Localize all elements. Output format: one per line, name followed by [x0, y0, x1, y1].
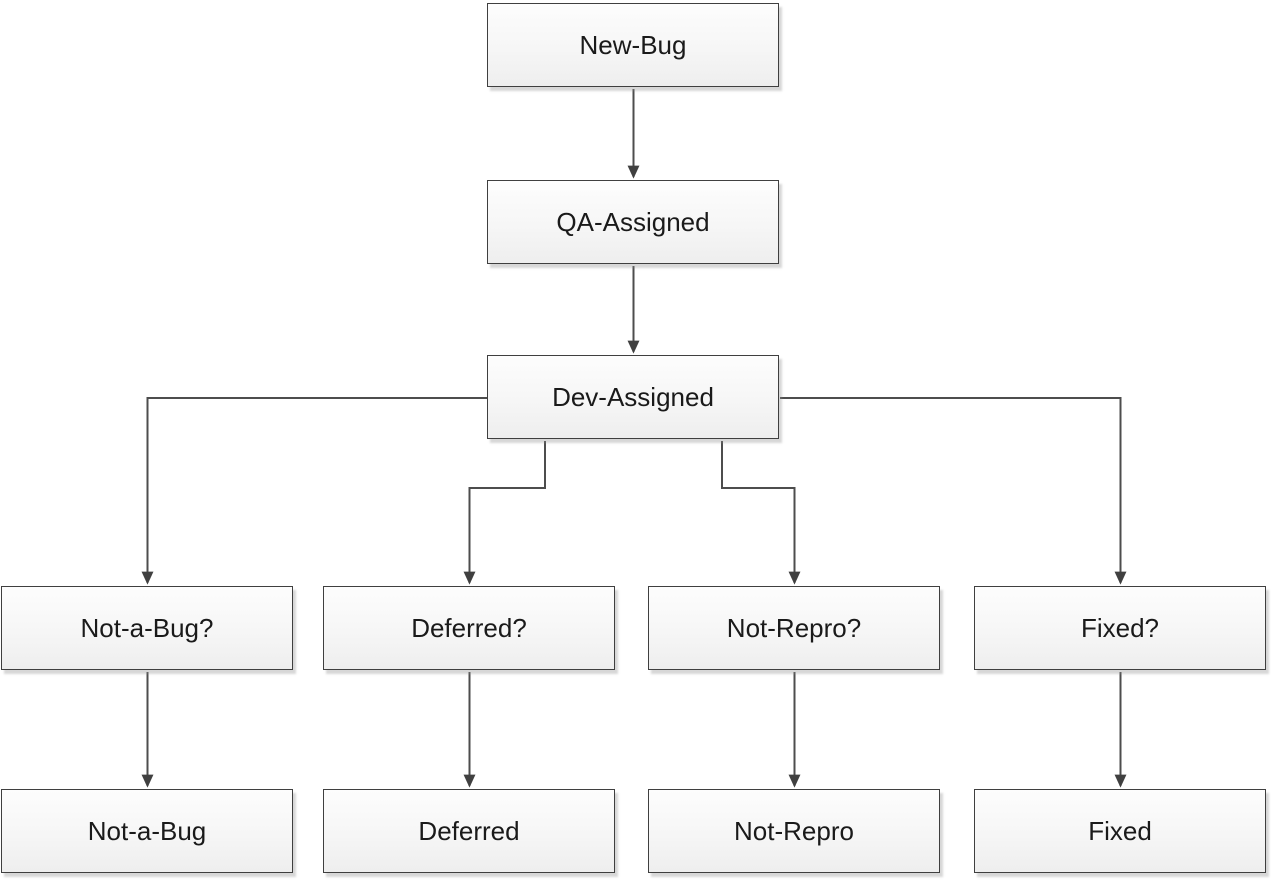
connector-dev-assigned-to-not-a-bug-q: [141, 397, 487, 585]
node-deferred: Deferred: [323, 789, 615, 873]
node-new-bug: New-Bug: [487, 3, 779, 87]
node-qa-assigned: QA-Assigned: [487, 180, 779, 264]
node-not-a-bug-question: Not-a-Bug?: [1, 586, 293, 670]
connector-dev-assigned-to-deferred-q: [463, 441, 546, 585]
connector-dev-assigned-to-fixed-q: [780, 397, 1127, 585]
node-deferred-question: Deferred?: [323, 586, 615, 670]
node-fixed: Fixed: [974, 789, 1266, 873]
node-dev-assigned: Dev-Assigned: [487, 355, 779, 439]
connector-dev-assigned-to-not-repro-q: [721, 441, 801, 585]
node-not-repro-question: Not-Repro?: [648, 586, 940, 670]
node-fixed-question: Fixed?: [974, 586, 1266, 670]
node-not-repro: Not-Repro: [648, 789, 940, 873]
node-not-a-bug: Not-a-Bug: [1, 789, 293, 873]
